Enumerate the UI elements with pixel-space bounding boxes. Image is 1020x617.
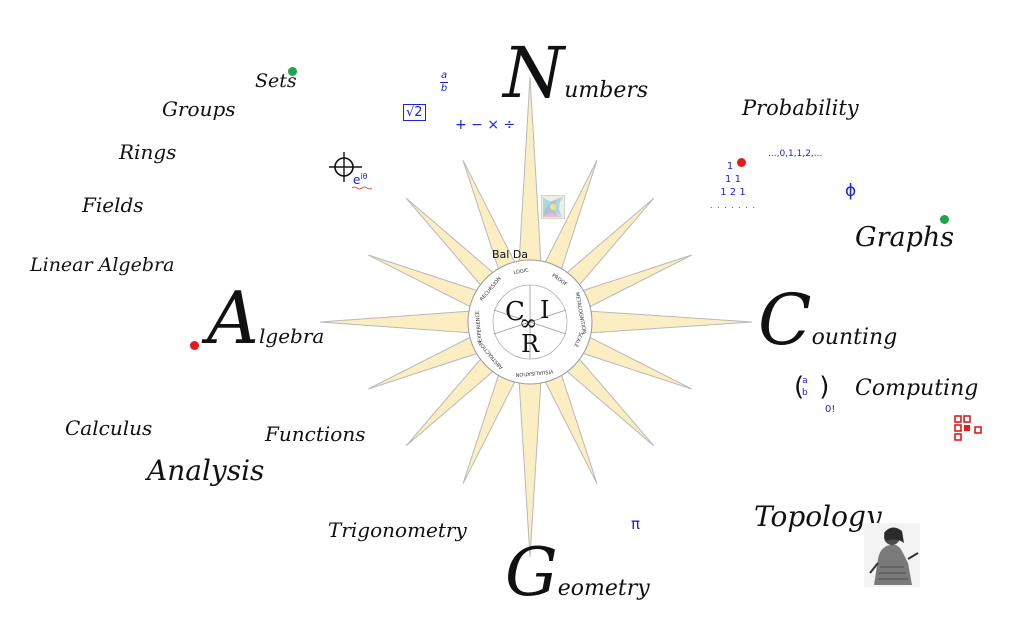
pascal-row: 1 2 1 (720, 187, 746, 198)
compass-letter-c: C (505, 297, 525, 327)
topic-algebra[interactable]: Algebra (207, 282, 324, 354)
compass-letter-i: I (540, 296, 550, 324)
graphs-green-dot (940, 215, 949, 224)
compass-ray (319, 310, 473, 334)
crosshair-icon (329, 152, 362, 182)
compass-ring-word: VISUALISATION (515, 368, 554, 377)
topic-analysis[interactable]: Analysis (147, 454, 265, 487)
topology-illustration (864, 523, 920, 587)
compass-rays (319, 76, 753, 558)
topic-groups[interactable]: Groups (162, 97, 236, 121)
compass-ring-word: SCALE (572, 331, 583, 348)
phi-symbol: ϕ (845, 181, 857, 201)
binomial-symbol: ( a b ) (794, 372, 830, 402)
geometry-rest: eometry (557, 576, 650, 601)
sets-green-dot (288, 67, 297, 76)
geometry-initial: G (505, 534, 558, 611)
compass-ray (587, 310, 753, 334)
topic-linear-algebra[interactable]: Linear Algebra (30, 254, 175, 276)
pascal-row: 1 (726, 161, 734, 172)
topic-counting[interactable]: Counting (758, 285, 897, 355)
numbers-rest: umbers (564, 78, 649, 103)
sqrt2-symbol: √2 (403, 104, 426, 121)
euler-exponent: iθ (360, 172, 368, 181)
topic-graphs[interactable]: Graphs (855, 222, 955, 253)
pascal-row: . . . . . . . (709, 201, 757, 210)
compass-label: Bal Da (492, 248, 529, 261)
topic-topology[interactable]: Topology (754, 500, 882, 533)
euler-base: e (353, 173, 361, 187)
fraction-numerator: a (440, 70, 449, 83)
compass-ring-word: LOGIC (513, 267, 530, 276)
algebra-initial: A (207, 276, 259, 360)
computing-blocks-icon (954, 415, 982, 441)
euler-underline (352, 186, 372, 190)
pi-symbol: π (631, 515, 641, 533)
compass-infinity: ∞ (519, 311, 538, 336)
compass-letter-r: R (521, 330, 540, 358)
topic-fields[interactable]: Fields (82, 193, 144, 217)
pascal-red-dot (737, 158, 746, 167)
euler-symbol: eiθ (353, 172, 368, 187)
topic-rings[interactable]: Rings (119, 140, 177, 164)
topic-calculus[interactable]: Calculus (65, 416, 153, 440)
topic-geometry[interactable]: Geometry (505, 540, 650, 606)
operators-symbol: + − × ÷ (455, 117, 516, 133)
spiral-image (541, 195, 565, 219)
algebra-rest: lgebra (259, 324, 325, 348)
algebra-red-dot (190, 341, 199, 350)
compass-ring-word: EXPERIENCE (475, 311, 484, 343)
counting-initial: C (758, 279, 812, 361)
fraction-denominator: b (440, 83, 448, 94)
fibonacci-sequence: ...,0,1,1,2,... (768, 149, 823, 159)
topic-sets[interactable]: Sets (255, 70, 297, 92)
fraction-symbol: a b (440, 70, 449, 95)
topic-numbers[interactable]: Numbers (503, 38, 648, 108)
factorial-symbol: 0! (825, 404, 836, 415)
topic-probability[interactable]: Probability (742, 96, 859, 120)
compass-ray (518, 379, 542, 558)
counting-rest: ounting (811, 325, 898, 350)
topic-computing[interactable]: Computing (855, 376, 979, 401)
topic-functions[interactable]: Functions (265, 422, 366, 446)
pascal-row: 1 1 (725, 174, 741, 185)
pascal-triangle: 1 1 1 1 2 1 . . . . . . . (708, 160, 758, 212)
numbers-initial: N (503, 32, 565, 114)
compass-divider (493, 309, 567, 335)
binomial-top: a (802, 376, 808, 386)
binomial-bottom: b (802, 388, 808, 398)
topic-trigonometry[interactable]: Trigonometry (328, 518, 467, 542)
